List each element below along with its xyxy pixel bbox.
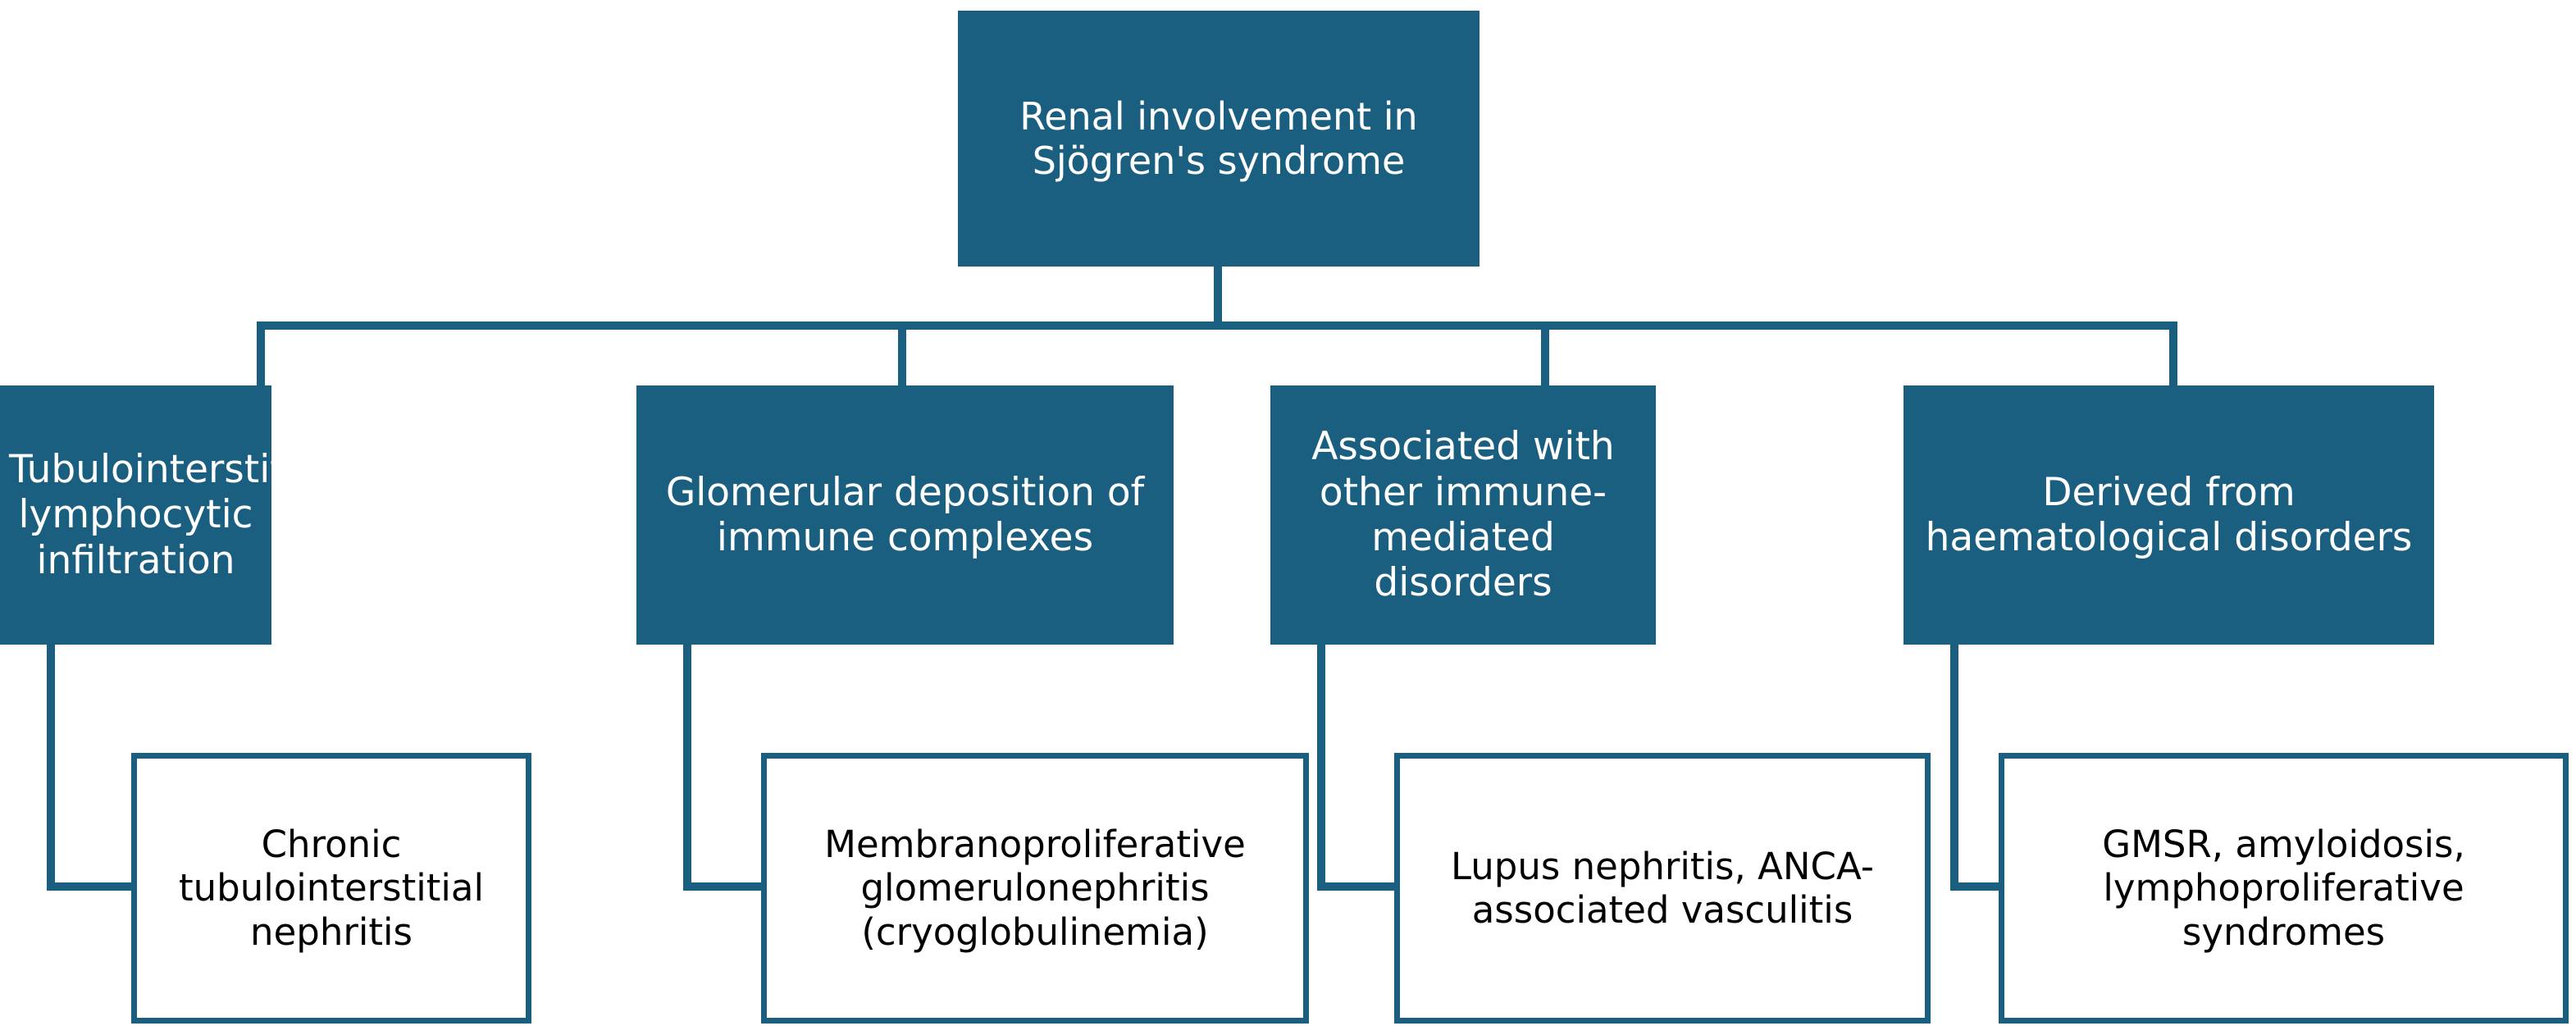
connector-drop-branch-4 (2169, 321, 2177, 389)
category-node-glomerular-deposition-of-immune-complexes[interactable]: Glomerular deposition of immune complexe… (636, 385, 1174, 645)
example-node-chronic-tubulointerstitial-nephritis[interactable]: Chronic tubulointerstitial nephritis (131, 753, 531, 1024)
connector-elbow-horizontal-branch-2 (683, 882, 767, 891)
connector-horizontal-bus (257, 321, 2177, 330)
category-node-label: Associated with other immune-mediated di… (1311, 424, 1615, 606)
category-node-associated-with-other-immune-mediated-disorders[interactable]: Associated with other immune-mediated di… (1270, 385, 1656, 645)
root-node-label: Renal involvement in Sjögren's syndrome (1019, 93, 1418, 183)
example-node-lupus-nephritis-anca-associated-vasculitis[interactable]: Lupus nephritis, ANCA-associated vasculi… (1394, 753, 1931, 1024)
example-node-gmsr-amyloidosis-lymphoproliferative-syndromes[interactable]: GMSR, amyloidosis, lymphoproliferative s… (1999, 753, 2569, 1024)
connector-drop-branch-1 (257, 321, 265, 389)
connector-drop-branch-2 (898, 321, 906, 389)
connector-elbow-horizontal-branch-4 (1950, 882, 2004, 891)
connector-drop-branch-3 (1541, 321, 1549, 389)
example-node-membranoproliferative-glomerulonephritis[interactable]: Membranoproliferative glomerulonephritis… (761, 753, 1309, 1024)
example-node-label: Chronic tubulointerstitial nephritis (179, 823, 484, 954)
example-node-label: Lupus nephritis, ANCA-associated vasculi… (1450, 844, 1875, 932)
connector-elbow-vertical-branch-3 (1317, 645, 1325, 891)
category-node-label: Glomerular deposition of immune complexe… (665, 469, 1145, 560)
connector-elbow-horizontal-branch-3 (1317, 882, 1400, 891)
connector-elbow-horizontal-branch-1 (47, 882, 137, 891)
example-node-label: Membranoproliferative glomerulonephritis… (824, 823, 1246, 954)
connector-root-stem (1214, 267, 1222, 327)
category-node-label: Tubulointerstitial lymphocytic infiltrat… (9, 446, 331, 583)
connector-elbow-vertical-branch-2 (683, 645, 691, 891)
root-node-renal-involvement[interactable]: Renal involvement in Sjögren's syndrome (958, 11, 1479, 267)
connector-elbow-vertical-branch-1 (47, 645, 55, 891)
category-node-derived-from-haematological-disorders[interactable]: Derived from haematological disorders (1904, 385, 2434, 645)
example-node-label: GMSR, amyloidosis, lymphoproliferative s… (2102, 823, 2465, 954)
connector-elbow-vertical-branch-4 (1950, 645, 1958, 891)
category-node-label: Derived from haematological disorders (1925, 469, 2413, 560)
category-node-tubulointerstitial-lymphocytic-infiltration[interactable]: Tubulointerstitial lymphocytic infiltrat… (0, 385, 331, 645)
